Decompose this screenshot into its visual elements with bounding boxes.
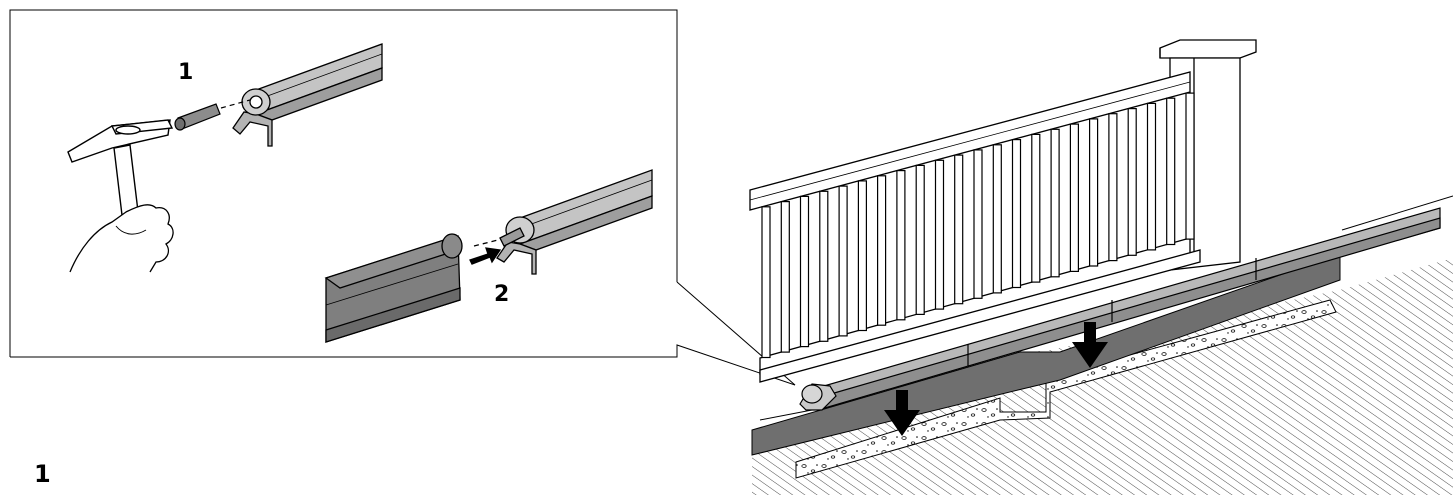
gate-bar xyxy=(761,206,771,359)
sliding-gate xyxy=(749,71,1201,383)
gate-bar xyxy=(934,159,945,310)
gate-bar xyxy=(1069,123,1080,273)
ground xyxy=(751,253,1453,495)
gate-bar xyxy=(1185,92,1195,240)
gate-bar xyxy=(1146,102,1157,251)
gate-bar xyxy=(876,175,887,326)
gate-bar xyxy=(1108,113,1118,262)
gate-bar xyxy=(1166,97,1176,246)
gate-bar xyxy=(1011,139,1022,289)
gate-bar xyxy=(1088,118,1099,267)
threshold-rail xyxy=(759,195,1453,421)
hand-icon xyxy=(69,204,174,273)
gate-bar xyxy=(1127,107,1137,256)
arrow-down-icon xyxy=(1072,322,1108,368)
main-scene xyxy=(749,39,1453,495)
gate-bar xyxy=(915,164,925,315)
gate-bar xyxy=(992,144,1002,294)
arrow-down-icon xyxy=(884,390,920,436)
step-two-label: 2 xyxy=(494,282,510,307)
detail-inset-frame xyxy=(9,9,796,386)
dowel-icon xyxy=(174,99,251,131)
gate-bar xyxy=(896,170,906,321)
gate-bar xyxy=(857,180,868,332)
gate-bar xyxy=(1031,133,1041,283)
gate-bar xyxy=(973,149,983,299)
threshold-profile-dark xyxy=(324,233,463,343)
gate-bar xyxy=(1050,128,1060,278)
gate-bar xyxy=(780,201,790,353)
gate-bar xyxy=(954,154,964,305)
gate-bar xyxy=(838,185,848,337)
gate-bars xyxy=(761,92,1195,359)
arrow-right-icon xyxy=(469,247,502,265)
threshold-profile-top xyxy=(232,43,383,147)
step-one-label: 1 xyxy=(178,60,194,85)
detail-step-one xyxy=(67,43,383,273)
detail-step-two xyxy=(324,169,653,343)
figure-number: 1 xyxy=(34,460,51,488)
gate-bar xyxy=(819,190,829,342)
threshold-profile-light xyxy=(473,169,653,275)
gate-bar xyxy=(799,195,810,348)
